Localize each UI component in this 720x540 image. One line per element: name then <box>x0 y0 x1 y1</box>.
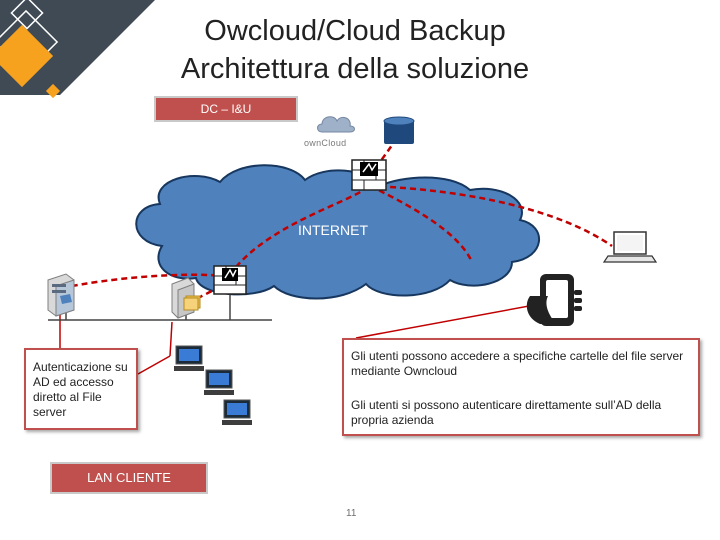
laptop-icon <box>602 231 658 263</box>
storage-icon <box>383 116 415 144</box>
callout-ad-access-text: Autenticazione su AD ed accesso diretto … <box>33 360 128 419</box>
lan-box-fill <box>50 462 208 494</box>
lan-firewall-icon <box>213 265 247 295</box>
desktop-pc-1 <box>174 345 204 371</box>
callout-user-access: Gli utenti possono accedere a specifiche… <box>342 338 700 436</box>
pointer-callout-to-pc <box>137 355 171 375</box>
owncloud-cloud-icon <box>317 116 355 133</box>
pointer-callout-to-file-server <box>169 321 173 357</box>
title-line-2: Architettura della soluzione <box>180 53 530 85</box>
link-ad-server-to-lan-firewall <box>61 273 227 290</box>
slide-title: Owcloud/Cloud Backup Architettura della … <box>140 12 570 88</box>
mobile-phone-icon <box>526 274 582 326</box>
dc-firewall-icon <box>351 159 387 191</box>
callout-user-access-text-1: Gli utenti possono accedere a specifiche… <box>351 349 684 378</box>
link-firewall-to-laptop <box>369 184 613 248</box>
ad-server-icon <box>47 273 75 317</box>
callout-user-access-text-2: Gli utenti si possono autenticare dirett… <box>351 398 662 427</box>
file-server-icon <box>171 277 201 319</box>
dc-label: DC – I&U <box>154 96 298 122</box>
owncloud-logo-text: ownCloud <box>304 138 347 148</box>
pointer-callout-to-mobile <box>355 303 541 339</box>
link-firewall-to-mobile <box>369 184 474 263</box>
internet-label: INTERNET <box>298 222 368 238</box>
page-number: 11 <box>346 508 357 519</box>
corner-decoration <box>0 0 155 99</box>
callout-ad-access: Autenticazione su AD ed accesso diretto … <box>24 348 138 430</box>
desktop-pc-3 <box>222 399 252 425</box>
title-line-1: Owcloud/Cloud Backup <box>204 15 506 47</box>
corner-outline-diamond-small <box>10 0 44 30</box>
link-firewall-to-lan-firewall <box>231 185 370 273</box>
desktop-pc-2 <box>204 369 234 395</box>
dc-box-fill <box>154 96 298 122</box>
lan-cliente-label: LAN CLIENTE <box>50 462 208 494</box>
